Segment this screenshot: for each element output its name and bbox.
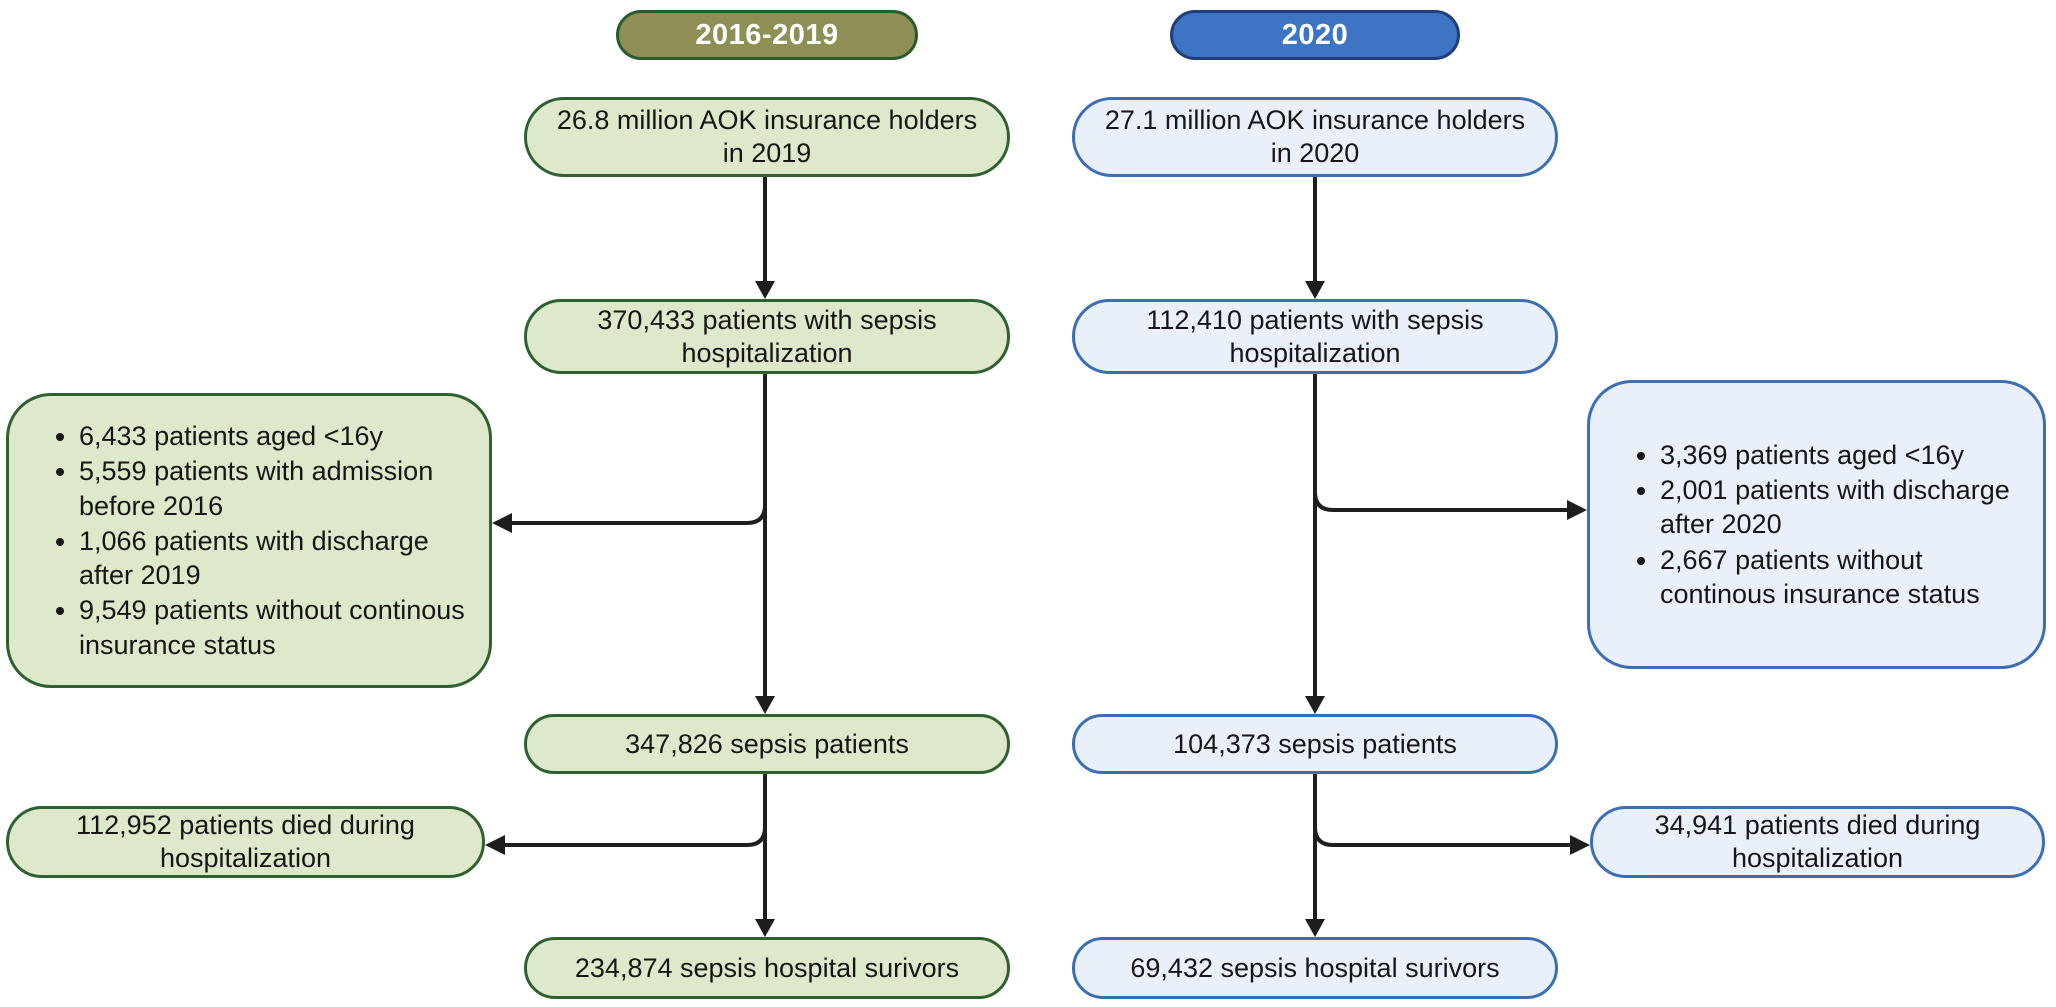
box-text: 112,952 patients died during hospitaliza… <box>76 810 415 873</box>
arrowhead-blue-sepsis <box>1305 696 1325 714</box>
box-text: 104,373 sepsis patients <box>1173 728 1457 759</box>
exclusion-item: 1,066 patients with discharge after 2019 <box>79 524 475 593</box>
arrowhead-green-exclusion <box>492 513 512 533</box>
exclusion-item: 6,433 patients aged <16y <box>79 419 475 453</box>
exclusion-item: 9,549 patients without continous insuran… <box>79 593 475 662</box>
arrowhead-blue-exclusion <box>1567 500 1587 520</box>
box-sepsis-patients-2020: 104,373 sepsis patients <box>1072 714 1558 774</box>
arrowhead-blue-died <box>1570 835 1590 855</box>
box-text: 347,826 sepsis patients <box>625 728 909 759</box>
connector-green-died-branch <box>505 826 767 847</box>
arrowhead-green-sepsis <box>755 696 775 714</box>
cohort-header-label: 2020 <box>1281 18 1349 51</box>
box-text: 234,874 sepsis hospital surivors <box>574 952 960 983</box>
box-sepsis-patients-2016-2019: 347,826 sepsis patients <box>524 714 1010 774</box>
cohort-header-2020: 2020 <box>1170 10 1460 60</box>
cohort-header-2016-2019: 2016-2019 <box>616 10 918 60</box>
exclusion-item: 3,369 patients aged <16y <box>1660 438 2029 472</box>
box-hospitalization-2020: 112,410 patients with sepsis hospitaliza… <box>1072 299 1558 374</box>
cohort-header-label: 2016-2019 <box>695 18 839 51</box>
box-population-2020: 27.1 million AOK insurance holders in 20… <box>1072 97 1558 177</box>
exclusion-item: 2,667 patients without continous insuran… <box>1660 543 2029 612</box>
box-died-2020: 34,941 patients died during hospitalizat… <box>1590 806 2045 878</box>
exclusion-box-2020: 3,369 patients aged <16y 2,001 patients … <box>1587 380 2046 669</box>
box-text: 370,433 patients with sepsis hospitaliza… <box>597 304 937 368</box>
arrowhead-green-died <box>485 835 505 855</box>
exclusion-list: 6,433 patients aged <16y 5,559 patients … <box>9 418 489 663</box>
box-text: 34,941 patients died during hospitalizat… <box>1654 810 1981 873</box>
box-text: 27.1 million AOK insurance holders in 20… <box>1104 105 1526 168</box>
box-text: 112,410 patients with sepsis hospitaliza… <box>1146 304 1484 368</box>
arrowhead-blue-survivors <box>1305 919 1325 937</box>
box-hospitalization-2016-2019: 370,433 patients with sepsis hospitaliza… <box>524 299 1010 374</box>
box-text: 26.8 million AOK insurance holders in 20… <box>556 105 978 168</box>
box-survivors-2016-2019: 234,874 sepsis hospital surivors <box>524 937 1010 999</box>
exclusion-box-2016-2019: 6,433 patients aged <16y 5,559 patients … <box>6 393 492 688</box>
box-population-2016-2019: 26.8 million AOK insurance holders in 20… <box>524 97 1010 177</box>
connector-blue-died-branch <box>1313 826 1570 847</box>
box-text: 69,432 sepsis hospital surivors <box>1130 952 1500 983</box>
arrowhead-green-survivors <box>755 919 775 937</box>
exclusion-item: 5,559 patients with admission before 201… <box>79 454 475 523</box>
connector-blue-exclusion-branch <box>1313 491 1567 512</box>
box-died-2016-2019: 112,952 patients died during hospitaliza… <box>6 806 485 878</box>
exclusion-list: 3,369 patients aged <16y 2,001 patients … <box>1590 437 2043 612</box>
box-survivors-2020: 69,432 sepsis hospital surivors <box>1072 937 1558 999</box>
exclusion-item: 2,001 patients with discharge after 2020 <box>1660 473 2029 542</box>
connector-green-exclusion-branch <box>512 504 767 525</box>
arrowhead-blue-hosp <box>1305 281 1325 299</box>
arrowhead-green-hosp <box>755 281 775 299</box>
